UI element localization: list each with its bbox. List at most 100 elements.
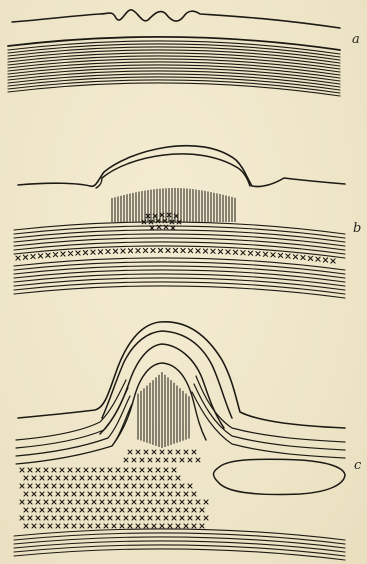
panel-b-cross-mark [233,250,237,254]
panel-c-cross-mark [196,516,200,520]
panel-c-cross-mark [24,476,28,480]
panel-c-cross-mark [144,476,148,480]
panel-c-cross-mark [144,492,148,496]
panel-a-strata [8,37,340,96]
panel-b-cross-mark [226,250,230,254]
panel-c-upper-cross-mark [144,450,148,454]
panel-c-cross-mark [148,468,152,472]
panel-c-cross-mark [160,524,164,528]
panel-c-cross-mark [92,516,96,520]
panel-b-cross-mark [158,248,162,252]
panel-b-cross-mark [196,249,200,253]
panel-c-cross-mark [28,500,32,504]
panel-c-cross-mark [136,476,140,480]
panel-c-cross-mark [124,500,128,504]
panel-c-cross-mark [192,492,196,496]
panel-b-cross-mark [151,248,155,252]
panel-c-cross-mark [60,484,64,488]
panel-c-cross-mark [64,492,68,496]
panel-c-cross-mark [92,468,96,472]
panel-b-stratum-line [14,286,345,298]
panel-c-cross-mark [152,492,156,496]
panel-b-cross-mark [98,250,102,254]
panel-c-cross-mark [136,524,140,528]
panel-c-cross-mark [80,476,84,480]
panel-c-upper-cross-mark [148,458,152,462]
panel-c-cross-mark [180,500,184,504]
panel-c-cross-mark [100,468,104,472]
panel-c-cross-mark [128,476,132,480]
panel-c-cross-mark [136,508,140,512]
panel-b-cross-mark [106,249,110,253]
panel-c-cross-mark [124,468,128,472]
panel-c-cross-mark [132,484,136,488]
panel-c-cross-mark [48,476,52,480]
panel-c-cross-mark [36,500,40,504]
panel-c-cross-mark [164,484,168,488]
label-c: c [354,459,361,472]
panel-c-cross-mark [96,508,100,512]
panel-c-cross-mark [112,508,116,512]
panel-c-cross-mark [156,468,160,472]
panel-c-cross-mark [108,500,112,504]
panel-c-cross-mark [112,492,116,496]
panel-b-cross-mark [203,249,207,253]
panel-c-cross-mark [116,500,120,504]
panel-c-cross-mark [184,492,188,496]
panel-c-cross-mark [132,468,136,472]
label-a: a [352,33,360,46]
panel-b-cluster-cross-mark [150,226,154,230]
panel-b-cross-mark [316,257,320,261]
panel-c-cross-mark [160,508,164,512]
panel-c-cross-mark [40,492,44,496]
panel-c-cross-mark [92,500,96,504]
panel-c-cross-mark [68,468,72,472]
panel-c-cross-mark [124,516,128,520]
panel-c-cross-mark [88,524,92,528]
panel-c-cross-mark [192,508,196,512]
panel-c-cross-mark [128,524,132,528]
panel-b-cross-mark [308,256,312,260]
panel-c-cross-mark [56,508,60,512]
panel-c-cross-mark [168,492,172,496]
panel-c-cross-mark [164,500,168,504]
panel-c-cross-mark [152,508,156,512]
panel-c-cross-mark [100,516,104,520]
panel-c-cross-mark [116,484,120,488]
panel-c-cross-mark [104,492,108,496]
panel-b-cross-mark [256,252,260,256]
panel-c-cross-mark [28,468,32,472]
label-b: b [353,222,361,235]
panel-c-upper-cross-mark [192,450,196,454]
panel-b-cross-mark [166,248,170,252]
panel-c-cross-mark [76,484,80,488]
panel-c-upper-cross-mark [196,458,200,462]
panel-c-cross-pattern [20,450,208,528]
panel-b-vertical-hatching [112,188,235,222]
panel-c-upper-cross-mark [188,458,192,462]
panel-c-upper-cross-mark [172,458,176,462]
panel-c-upper-cross-mark [164,458,168,462]
panel-c-cross-mark [100,500,104,504]
panel-b-cross-mark [143,248,147,252]
panel-c-cross-mark [188,500,192,504]
panel-b-cross-mark [248,251,252,255]
panel-a [8,10,340,96]
panel-c-upper-cross-mark [136,450,140,454]
panel-b-cross-mark [293,255,297,259]
panel-c-cross-mark [68,516,72,520]
panel-c-cross-mark [104,476,108,480]
panel-c-upper-cross-mark [124,458,128,462]
panel-c-cross-mark [148,484,152,488]
panel-c-cross-mark [156,516,160,520]
panel-b-cross-mark [323,258,327,262]
panel-c-cross-mark [72,492,76,496]
panel-b-cross-mark [286,254,290,258]
panel-c-cross-mark [28,516,32,520]
panel-c-cross-mark [148,500,152,504]
panel-c-cross-mark [72,476,76,480]
panel-b-cross-mark [113,249,117,253]
panel-c-cross-mark [20,516,24,520]
panel-c-cross-mark [172,484,176,488]
